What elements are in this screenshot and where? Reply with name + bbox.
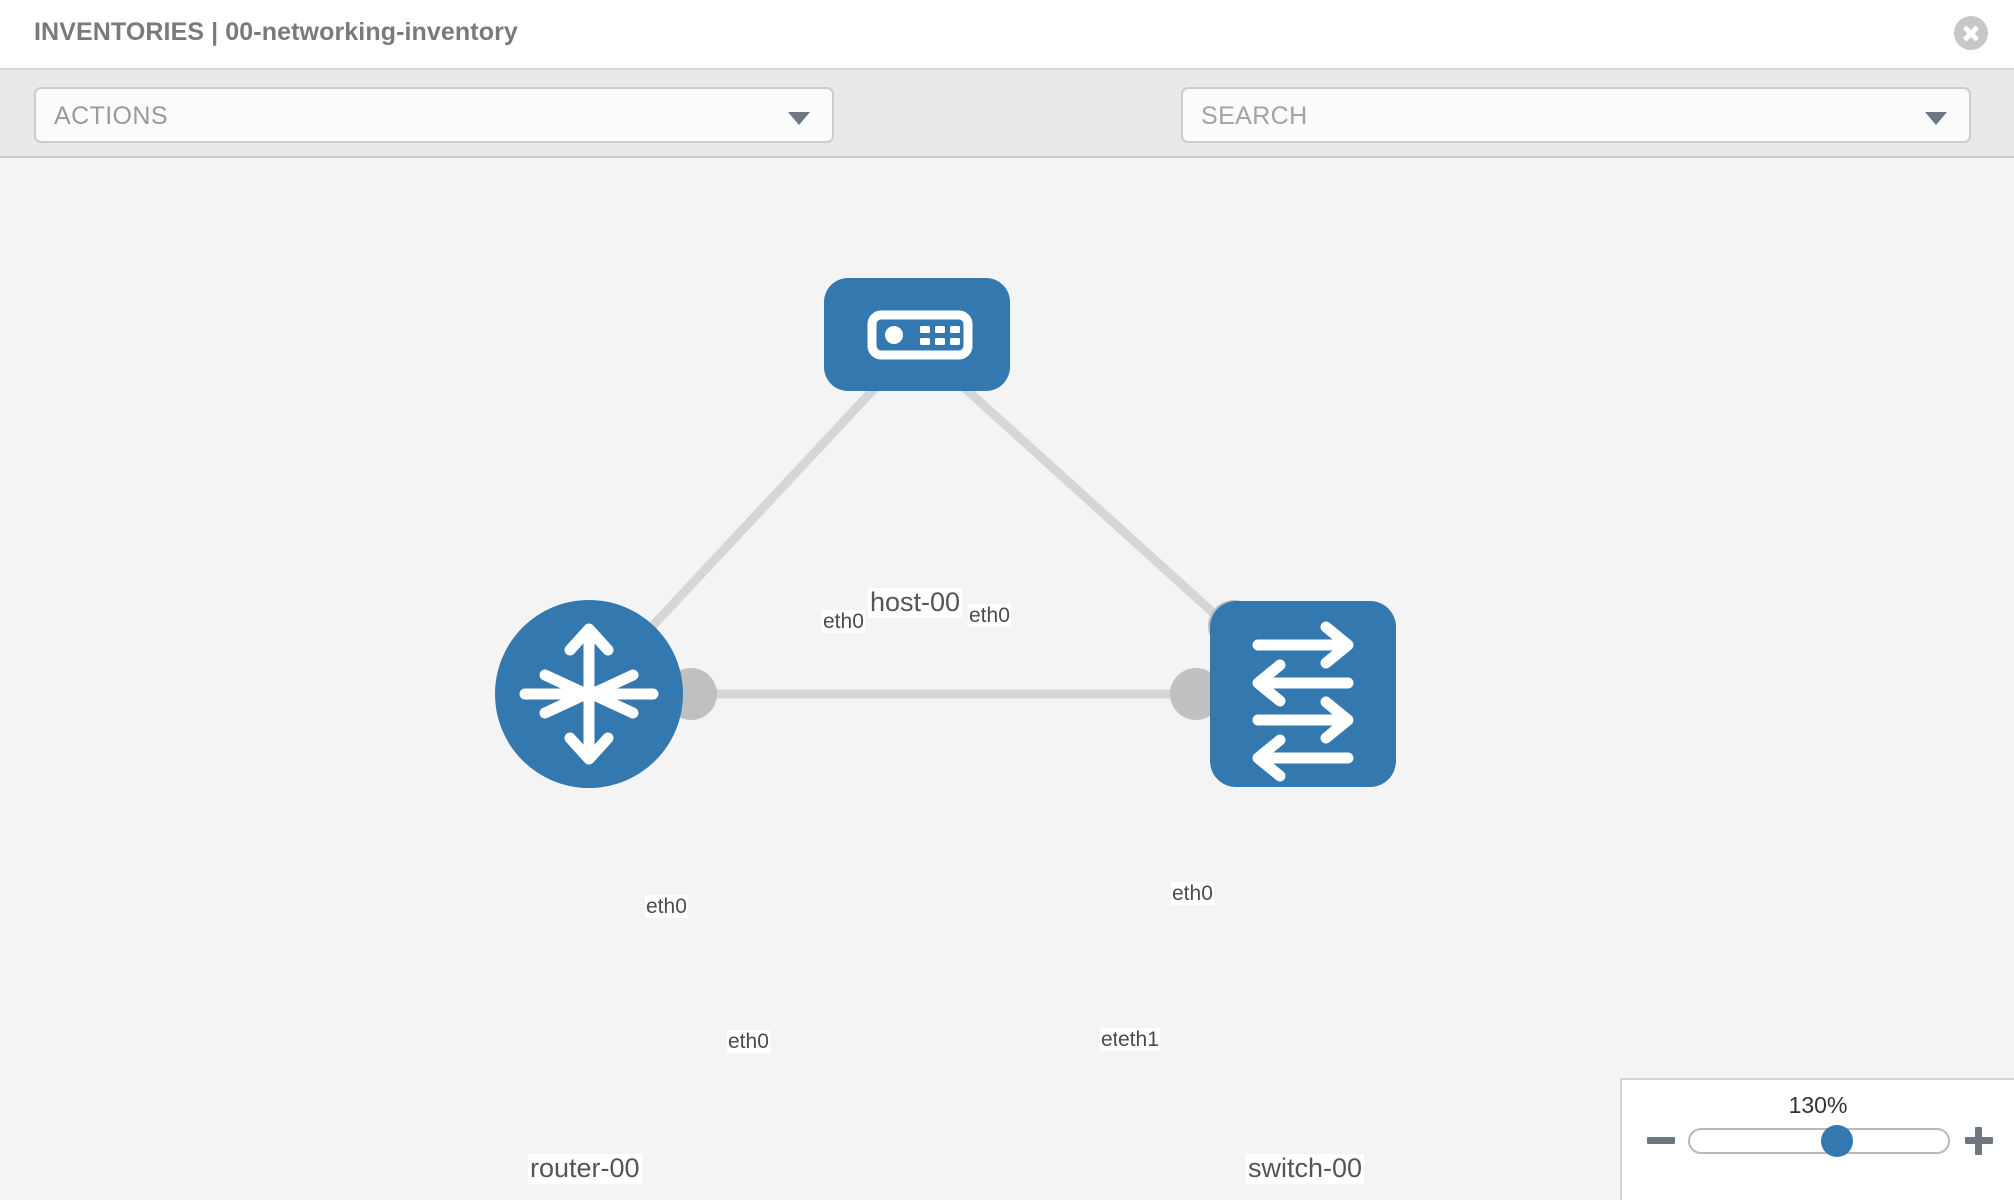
node-label-switch-00: switch-00 bbox=[1246, 1153, 1365, 1184]
zoom-out-button[interactable] bbox=[1644, 1124, 1678, 1158]
actions-dropdown-label: ACTIONS bbox=[54, 102, 168, 130]
zoom-in-button[interactable] bbox=[1962, 1124, 1996, 1158]
node-label-router-00: router-00 bbox=[528, 1153, 642, 1184]
zoom-control-panel: 130% bbox=[1620, 1078, 2014, 1200]
chevron-down-icon bbox=[788, 112, 810, 125]
search-placeholder: SEARCH bbox=[1201, 102, 1308, 130]
topology-graph bbox=[495, 278, 1396, 788]
toolbar: ACTIONS SEARCH bbox=[0, 70, 2014, 200]
topology-edges bbox=[585, 340, 1307, 699]
search-input[interactable]: SEARCH bbox=[1181, 87, 1971, 143]
port-label: eth0 bbox=[1171, 882, 1214, 906]
node-switch-00 bbox=[1210, 601, 1396, 787]
page-header: INVENTORIES | 00-networking-inventory bbox=[0, 0, 2014, 70]
node-router-00 bbox=[495, 600, 683, 788]
node-host-00 bbox=[824, 278, 1010, 391]
node-label-host-00: host-00 bbox=[868, 587, 963, 618]
port-label: eth0 bbox=[968, 604, 1011, 628]
zoom-slider-track[interactable] bbox=[1688, 1128, 1950, 1154]
topology-canvas[interactable]: host-00 router-00 switch-00 eth0 eth0 et… bbox=[0, 158, 2014, 1200]
zoom-percent-label: 130% bbox=[1788, 1092, 1848, 1118]
port-label: eth0 bbox=[822, 610, 865, 634]
node-host-00-shape bbox=[824, 278, 1010, 391]
page-title: INVENTORIES | 00-networking-inventory bbox=[34, 18, 518, 46]
close-icon[interactable] bbox=[1954, 16, 1988, 50]
port-label: eth1 bbox=[1117, 1028, 1160, 1052]
server-icon bbox=[867, 310, 973, 360]
switch-arrows-icon bbox=[1252, 621, 1354, 782]
actions-dropdown[interactable]: ACTIONS bbox=[34, 87, 834, 143]
port-label: eth0 bbox=[727, 1030, 770, 1054]
router-arrows-icon bbox=[519, 623, 659, 765]
chevron-down-icon[interactable] bbox=[1925, 112, 1947, 125]
port-label: eth0 bbox=[645, 895, 688, 919]
zoom-slider-thumb[interactable] bbox=[1821, 1125, 1854, 1157]
port-circle bbox=[1170, 668, 1222, 720]
